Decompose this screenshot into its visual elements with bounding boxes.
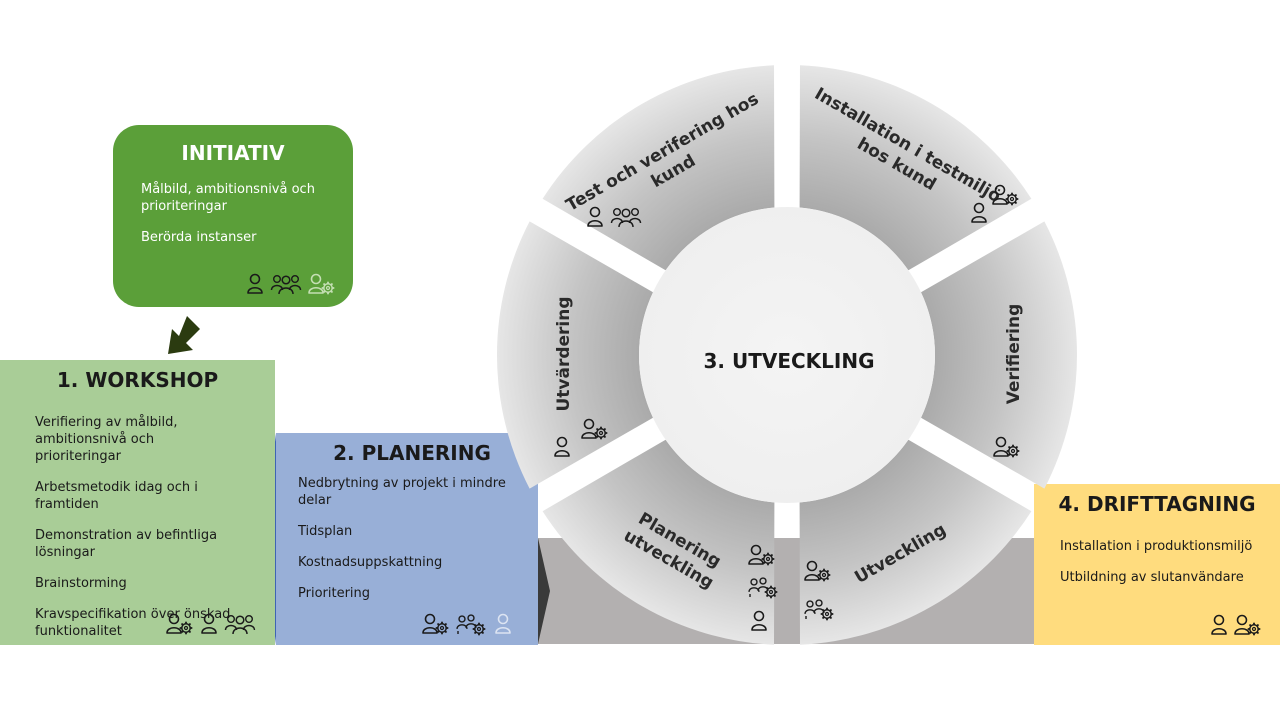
initiativ-item: Målbild, ambitionsnivå och prioriteringa… xyxy=(141,182,315,214)
person-gear-icon xyxy=(581,418,609,445)
utveckling-segments xyxy=(496,65,1078,645)
person-gear-icon xyxy=(992,184,1020,211)
person-icon xyxy=(750,610,768,637)
utvardering-roles xyxy=(553,418,617,462)
utveckling-title: 3. UTVECKLING xyxy=(703,349,874,373)
person-gear-icon xyxy=(748,544,776,571)
group-gear-icon xyxy=(748,576,780,605)
workshop-item: Kravspecifikation över önskad funktional… xyxy=(35,607,231,639)
segment-utveckling xyxy=(799,439,1032,645)
person-icon xyxy=(246,273,264,300)
workshop-item: Arbetsmetodik idag och i framtiden xyxy=(35,480,198,512)
person-gear-icon xyxy=(308,273,336,300)
planering-chevron xyxy=(538,538,550,644)
planering-box: 2. PLANERING Nedbrytning av projekt i mi… xyxy=(276,433,538,645)
person-icon xyxy=(586,206,604,233)
segment-planering-utveckling xyxy=(542,439,775,645)
person-icon xyxy=(494,613,512,642)
group-icon xyxy=(224,613,256,640)
segment-label-line: Verifiering xyxy=(1004,304,1024,405)
planering-item: Nedbrytning av projekt i mindre delar xyxy=(298,476,506,508)
planering-item: Prioritering xyxy=(298,586,371,601)
group-icon xyxy=(270,273,302,300)
drifttagning-box: 4. DRIFTTAGNING Installation i produktio… xyxy=(1034,484,1280,645)
drifttagning-title: 4. DRIFTTAGNING xyxy=(1058,492,1256,516)
workshop-roles xyxy=(166,613,256,640)
workshop-title: 1. WORKSHOP xyxy=(56,368,219,392)
group-gear-icon xyxy=(804,598,836,627)
segment-label-line: Utvärdering xyxy=(554,296,574,411)
initiativ-title: INITIATIV xyxy=(181,141,285,165)
planering-item: Tidsplan xyxy=(298,524,353,539)
person-icon xyxy=(200,613,218,640)
workshop-item: Verifiering av målbild, ambitionsnivå oc… xyxy=(35,415,178,464)
workshop-item: Demonstration av befintliga lösningar xyxy=(35,528,218,560)
group-gear-icon xyxy=(456,613,488,642)
group-icon xyxy=(610,206,642,233)
person-gear-icon xyxy=(422,613,450,642)
test-roles xyxy=(586,206,642,233)
planering-title: 2. PLANERING xyxy=(333,441,491,465)
segment-label-utvardering: Utvärdering xyxy=(554,296,574,411)
initiativ-roles xyxy=(246,273,336,300)
drifttagning-item: Utbildning av slutanvändare xyxy=(1060,570,1244,585)
initiativ-box: INITIATIV Målbild, ambitionsnivå och pri… xyxy=(113,125,353,307)
person-gear-icon xyxy=(1234,614,1262,641)
drifttagning-roles xyxy=(1210,614,1262,641)
planering-roles xyxy=(422,613,512,642)
segment-test xyxy=(542,65,775,271)
segment-utvardering xyxy=(496,221,653,489)
segment-label-verifiering: Verifiering xyxy=(1004,304,1024,405)
planering-utveckling-roles xyxy=(746,544,780,636)
down-arrow-icon xyxy=(168,316,200,354)
workshop-box: 1. WORKSHOP Verifiering av målbild, ambi… xyxy=(0,360,275,645)
person-icon xyxy=(970,202,988,229)
drifttagning-item: Installation i produktionsmiljö xyxy=(1060,539,1253,554)
utveckling-center xyxy=(639,207,935,503)
person-gear-icon xyxy=(993,436,1021,463)
initiativ-item: Berörda instanser xyxy=(141,230,257,245)
verifiering-roles xyxy=(993,436,1021,463)
utveckling-roles xyxy=(804,560,838,626)
person-gear-icon xyxy=(166,613,194,640)
person-gear-icon xyxy=(804,560,832,587)
segment-verifiering xyxy=(921,221,1078,489)
planering-item: Kostnadsuppskattning xyxy=(298,555,443,570)
workshop-item: Brainstorming xyxy=(35,576,127,591)
installation-roles xyxy=(970,184,1030,228)
person-icon xyxy=(553,436,571,463)
person-icon xyxy=(1210,614,1228,641)
